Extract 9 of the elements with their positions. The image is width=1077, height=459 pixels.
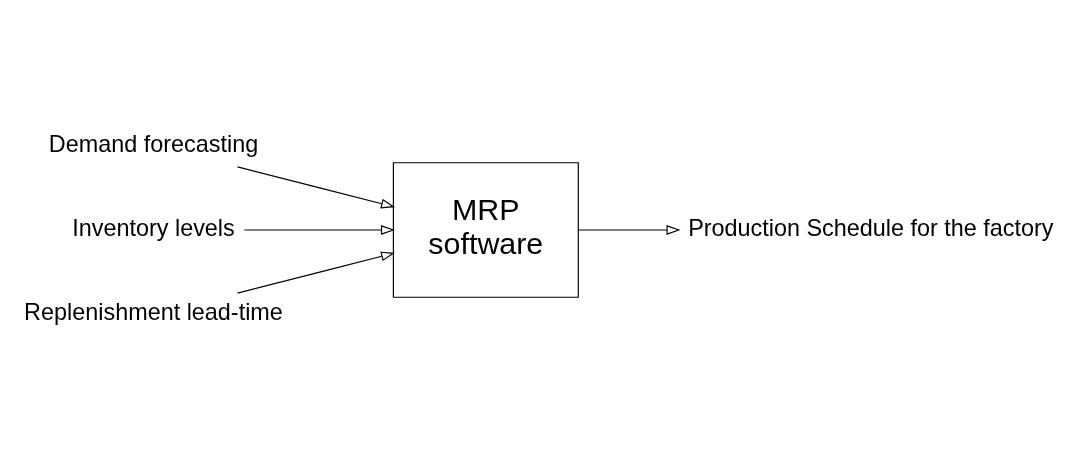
node-text: Replenishment lead-time <box>24 298 283 325</box>
node-text: Demand forecasting <box>48 130 259 157</box>
arrow <box>236 165 396 208</box>
node-box: MRP software <box>392 161 579 298</box>
node-text: Inventory levels <box>72 214 235 241</box>
node-text: Production Schedule for the factory <box>688 214 1054 241</box>
arrow <box>236 251 396 294</box>
arrow <box>578 224 681 235</box>
arrow <box>243 224 395 235</box>
